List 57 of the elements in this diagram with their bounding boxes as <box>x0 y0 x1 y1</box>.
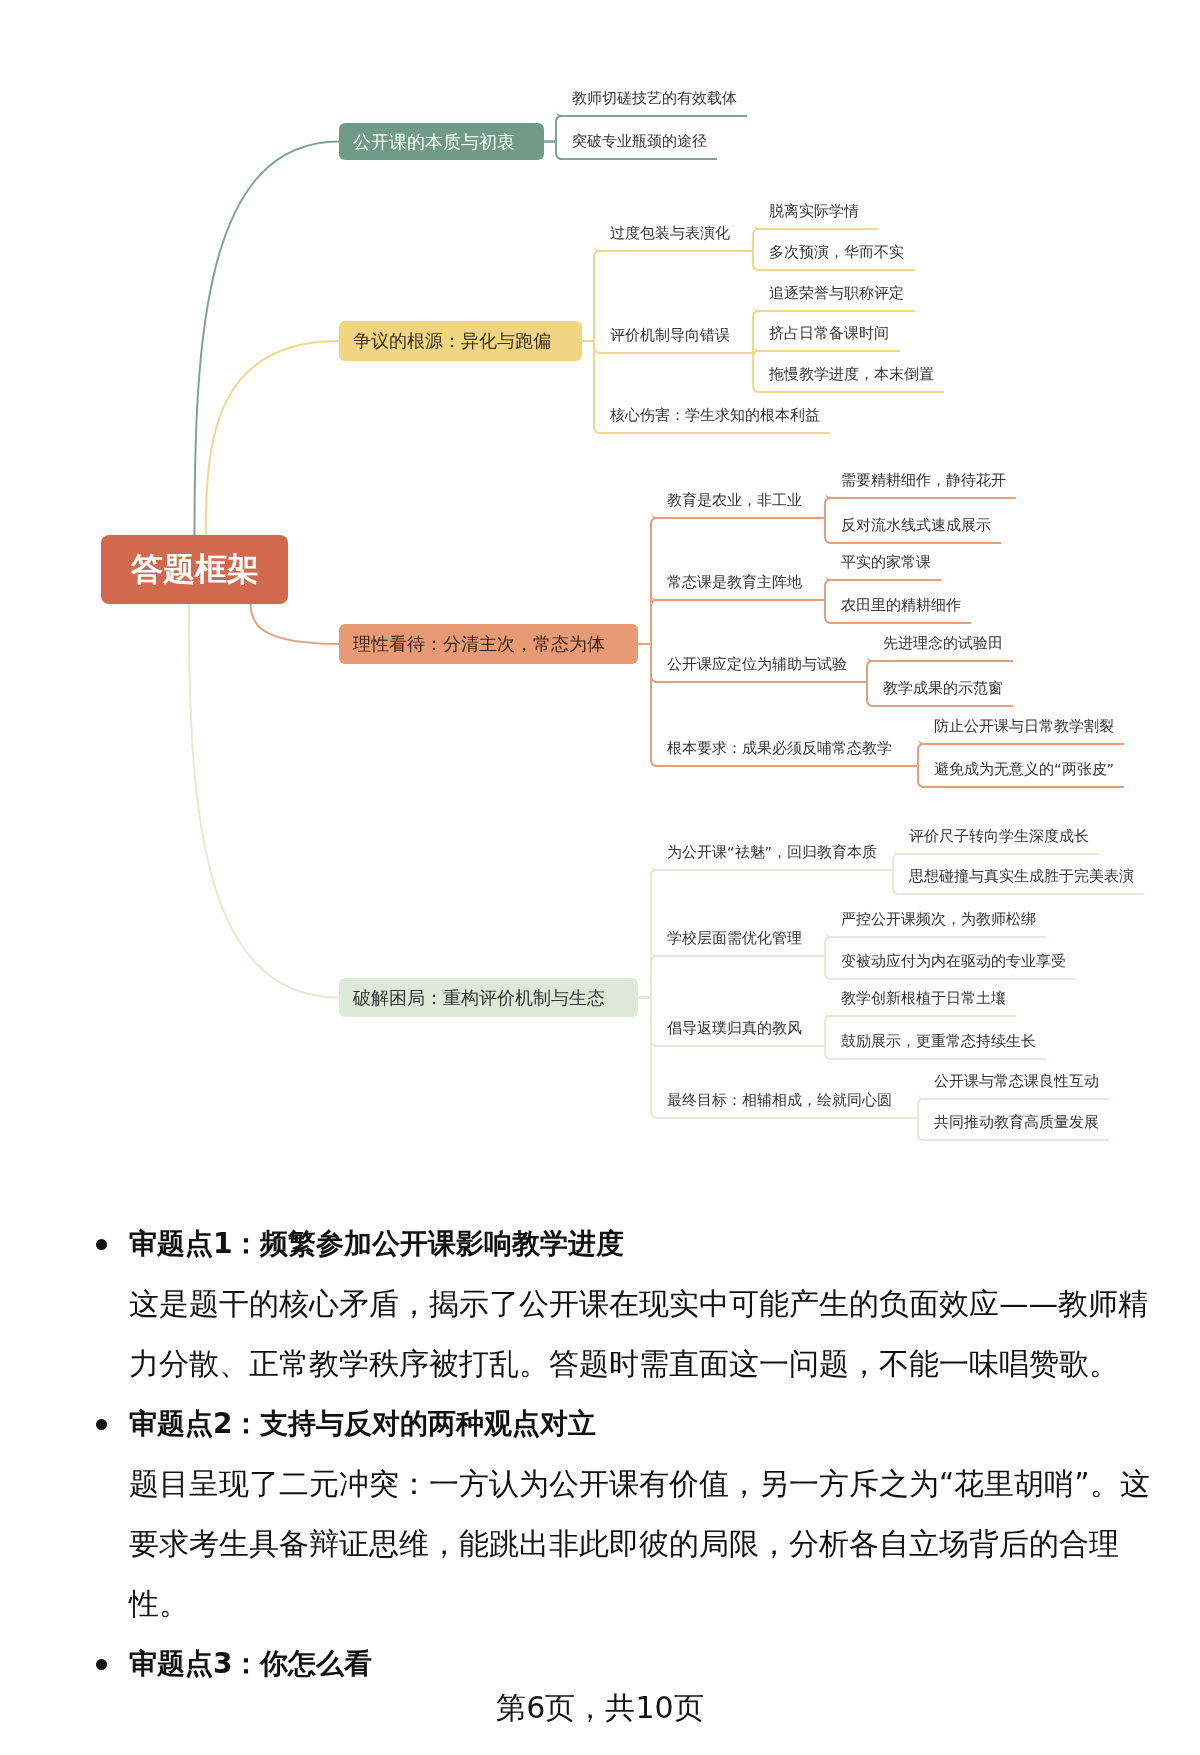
subtopic-label: 共同推动教育高质量发展 <box>918 1107 1109 1141</box>
subtopic-label: 鼓励展示，更重常态持续生长 <box>825 1026 1046 1060</box>
subtopic-label: 挤占日常备课时间 <box>753 318 900 352</box>
subtopic-label: 公开课应定位为辅助与试验 <box>651 649 866 683</box>
branch-topic-box: 公开课的本质与初衷 <box>339 123 544 160</box>
subtopic-label: 拖慢教学进度，本末倒置 <box>753 359 944 393</box>
subtopic-label: 过度包装与表演化 <box>594 218 750 252</box>
connector-line <box>865 660 874 683</box>
connector-line <box>249 603 340 645</box>
connector-line <box>749 310 760 354</box>
connector-line <box>821 1015 832 1047</box>
branch-topic-box: 破解困局：重构评价机制与生态 <box>339 978 638 1017</box>
page-number: 第6页，共10页 <box>495 1692 705 1724</box>
bullet-heading: 审题点1：频繁参加公开课影响教学进度 <box>96 1214 1166 1274</box>
body-paragraph: 题目呈现了二元冲突：一方认为公开课有价值，另一方斥之为“花里胡哨”。这要求考生具备辩证思维，能跳出非此即彼的局限，分析各自立场背后的合理性。 <box>129 1466 1151 1623</box>
subtopic-label: 评价尺子转向学生深度成长 <box>893 821 1099 855</box>
subtopic-label: 常态课是教育主阵地 <box>651 567 822 601</box>
subtopic-label: 需要精耕细作，静待花开 <box>825 465 1016 499</box>
connector-line <box>749 228 760 252</box>
subtopic-label: 教育是农业，非工业 <box>651 485 822 519</box>
subtopic-label: 最终目标：相辅相成，绘就同心圆 <box>651 1085 912 1119</box>
central-topic-box: 答题框架 <box>101 535 288 604</box>
subtopic-label: 变被动应付为内在驱动的专业享受 <box>825 946 1076 980</box>
subtopic-label: 学校层面需优化管理 <box>651 923 822 957</box>
subtopic-label: 追逐荣誉与职称评定 <box>753 278 915 312</box>
subtopic-label: 评价机制导向错误 <box>594 320 750 354</box>
subtopic-label: 防止公开课与日常教学割裂 <box>918 711 1124 745</box>
subtopic-label: 先进理念的试验田 <box>867 628 1013 662</box>
subtopic-label: 严控公开课频次，为教师松绑 <box>825 904 1046 938</box>
subtopic-label: 为公开课“祛魅”，回归教育本质 <box>651 837 892 871</box>
body-paragraph: 这是题干的核心矛盾，揭示了公开课在现实中可能产生的负面效应——教师精力分散、正常教学秩序被打乱。答题时需直面这一问题，不能一味唱赞歌。 <box>129 1286 1149 1383</box>
subtopic-label: 平实的家常课 <box>825 547 941 581</box>
subtopic-label: 反对流水线式速成展示 <box>825 510 1001 544</box>
subtopic-label: 倡导返璞归真的教风 <box>651 1013 822 1047</box>
connector-line <box>821 497 832 519</box>
connector-line <box>891 853 900 871</box>
subtopic-label: 教师切磋技艺的有效载体 <box>556 83 747 117</box>
subtopic-label: 突破专业瓶颈的途径 <box>556 126 717 160</box>
connector-line <box>204 340 340 536</box>
subtopic-label: 核心伤害：学生求知的根本利益 <box>594 400 830 434</box>
subtopic-label: 教学成果的示范窗 <box>867 673 1013 707</box>
bullet-heading: 审题点2：支持与反对的两种观点对立 <box>96 1394 1166 1454</box>
branch-topic-box: 争议的根源：异化与跑偏 <box>339 321 582 361</box>
subtopic-label: 根本要求：成果必须反哺常态教学 <box>651 733 910 767</box>
subtopic-label: 教学创新根植于日常土壤 <box>825 983 1016 1017</box>
connector-line <box>821 579 832 601</box>
subtopic-label: 公开课与常态课良性互动 <box>918 1066 1109 1100</box>
subtopic-label: 思想碰撞与真实生成胜于完美表演 <box>893 861 1144 895</box>
bullet-heading: 审题点3：你怎么看 <box>96 1634 1166 1694</box>
branch-topic-box: 理性看待：分清主次，常态为体 <box>339 624 638 664</box>
connector-line <box>187 603 340 999</box>
connector-line <box>193 140 340 536</box>
subtopic-label: 多次预演，华而不实 <box>753 237 915 271</box>
subtopic-label: 避免成为无意义的“两张皮” <box>918 754 1125 788</box>
subtopic-label: 脱离实际学情 <box>753 196 878 230</box>
connector-line <box>821 936 832 957</box>
subtopic-label: 农田里的精耕细作 <box>825 590 971 624</box>
